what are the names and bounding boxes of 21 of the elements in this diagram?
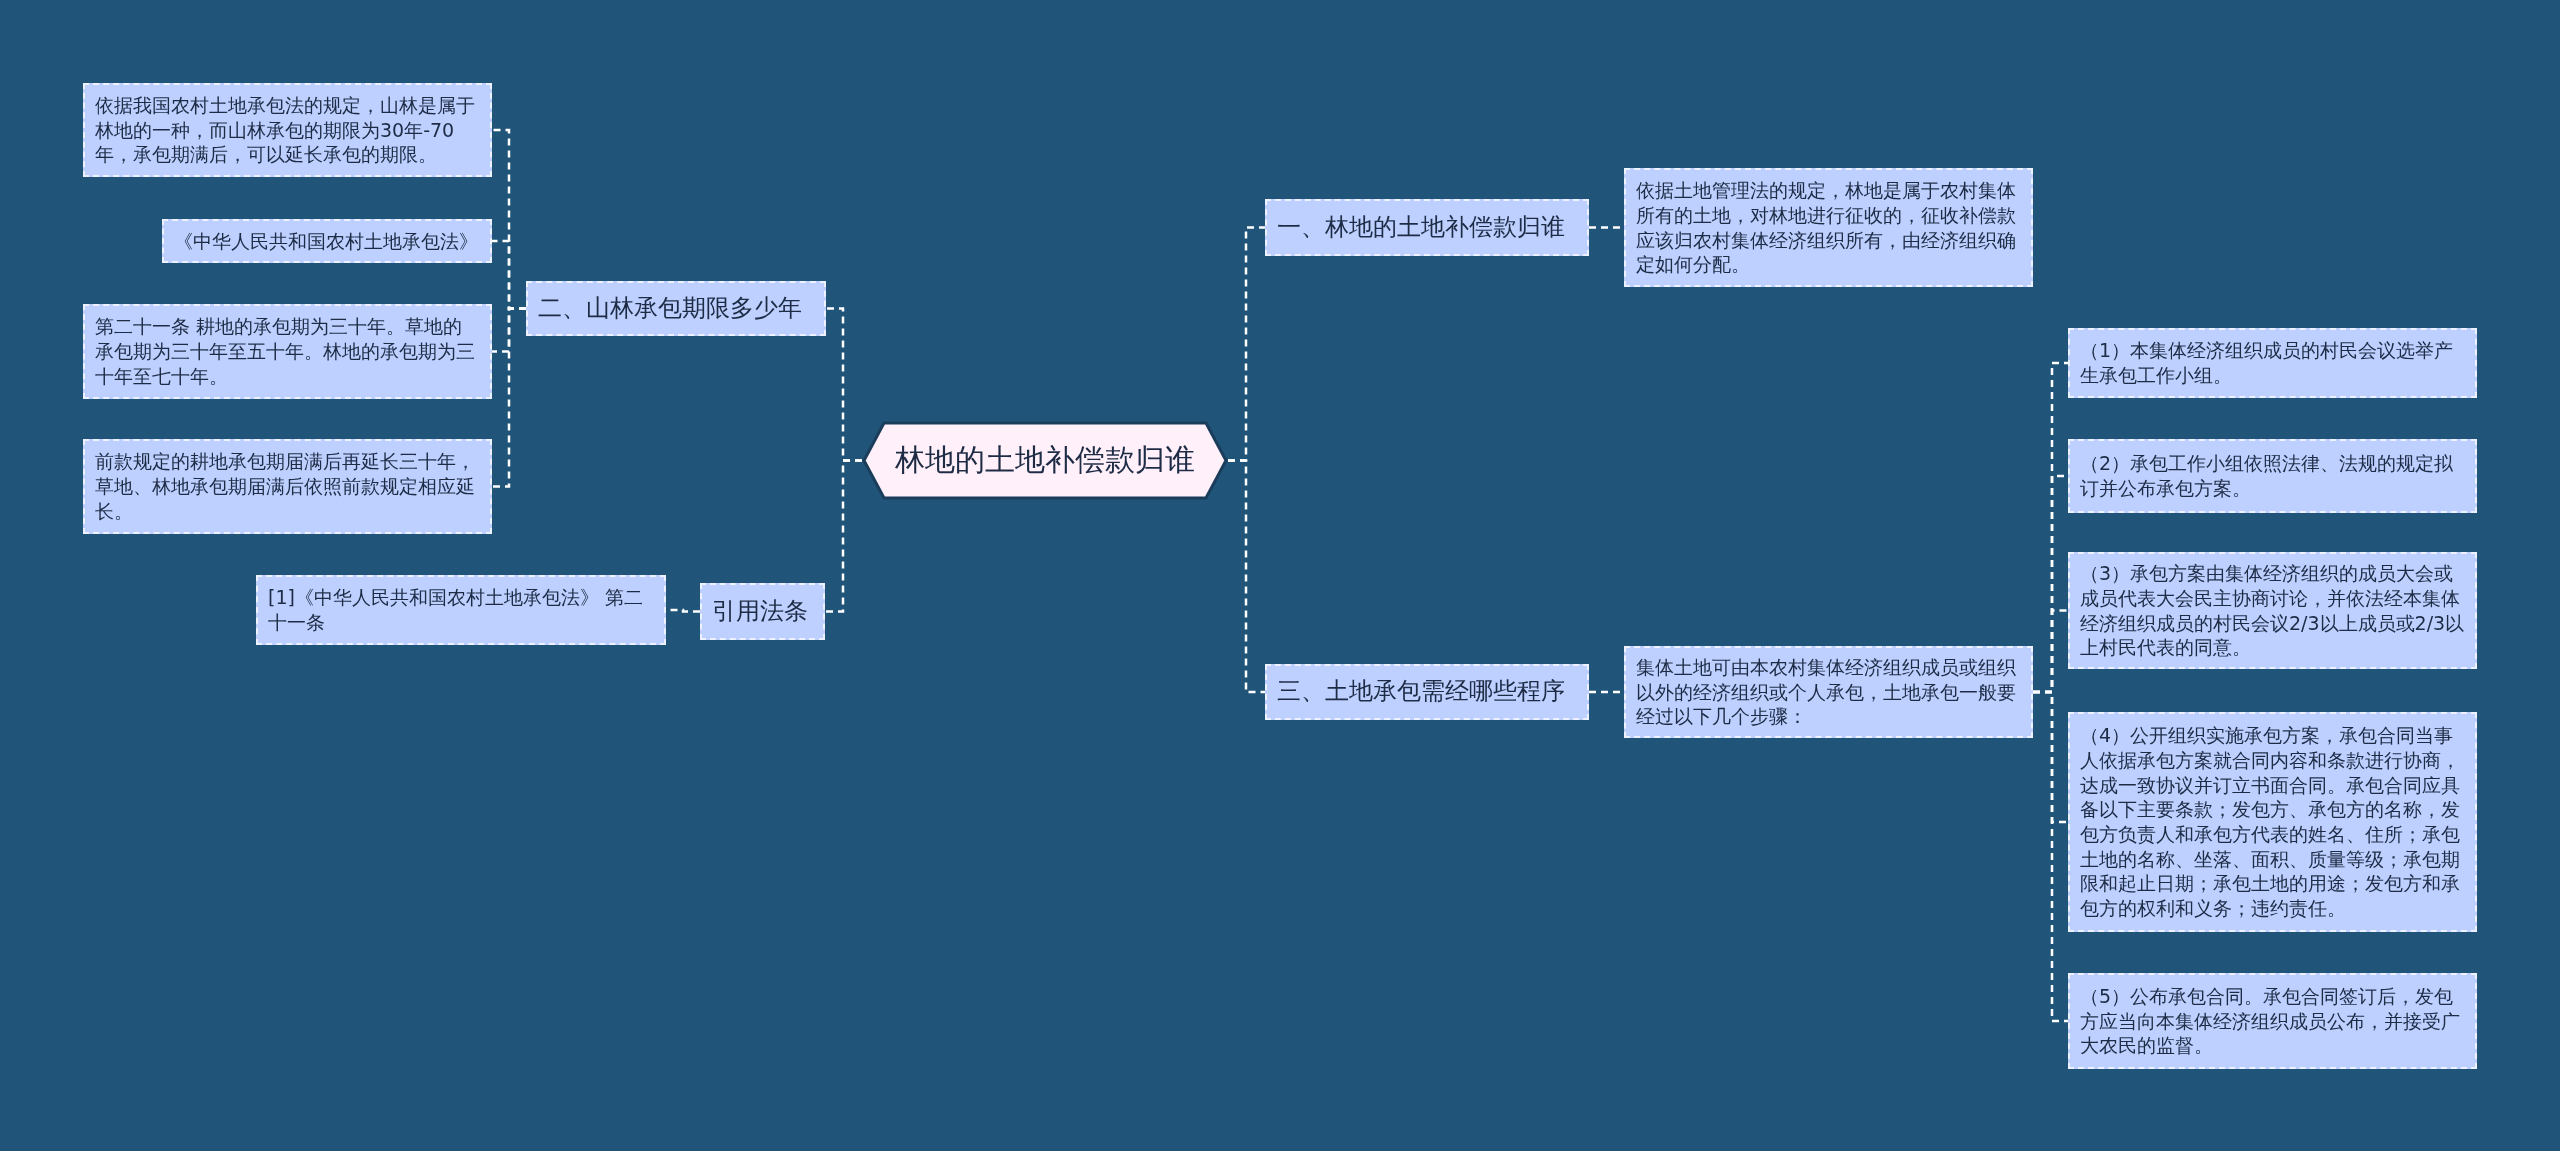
connector-line [825, 459, 862, 613]
topic-box: 三、土地承包需经哪些程序 [1265, 664, 1589, 720]
connector-line [492, 307, 526, 488]
topic-box: 二、山林承包期限多少年 [526, 281, 826, 336]
text-box: 第二十一条 耕地的承包期为三十年。草地的承包期为三十年至五十年。林地的承包期为三十年至七十年。 [83, 304, 492, 399]
topic-box: 一、林地的土地补偿款归谁 [1265, 199, 1589, 256]
connector-line [1228, 459, 1265, 694]
text-box: （5）公布承包合同。承包合同签订后，发包方应当向本集体经济组织成员公布，并接受广大农民的监督。 [2068, 973, 2477, 1069]
text-box: （1）本集体经济组织成员的村民会议选举产生承包工作小组。 [2068, 328, 2477, 398]
text-box: 集体土地可由本农村集体经济组织成员或组织以外的经济组织或个人承包，土地承包一般要经过以下几个步骤： [1624, 646, 2033, 738]
text-box: （4）公开组织实施承包方案，承包合同当事人依据承包方案就合同内容和条款进行协商，达成一致协议并订立书面合同。承包合同应具备以下主要条款；发包方、承包方的名称，发包方负责人和承包方代表的姓名、住所；承包土地的名称、坐落、面积、质量等级；承包期限和起止日期；承包土地的用途；发包方和承包方的权利和义务；违约责任。 [2068, 712, 2477, 932]
text-box: 依据土地管理法的规定，林地是属于农村集体所有的土地，对林地进行征收的，征收补偿款应该归农村集体经济组织所有，由经济组织确定如何分配。 [1624, 168, 2033, 287]
connector-line [2033, 690, 2068, 1023]
text-box: 依据我国农村土地承包法的规定，山林是属于林地的一种，而山林承包的期限为30年-70年，承包期满后，可以延长承包的期限。 [83, 83, 492, 177]
text-box: 《中华人民共和国农村土地承包法》 [162, 219, 492, 263]
text-box: （3）承包方案由集体经济组织的成员大会或成员代表大会民主协商讨论，并依法经本集体经济组织成员的村民会议2/3以上成员或2/3以上村民代表的同意。 [2068, 552, 2477, 669]
topic-box: 引用法条 [700, 583, 825, 640]
central-topic: 林地的土地补偿款归谁 [862, 421, 1228, 500]
text-box: [1]《中华人民共和国农村土地承包法》 第二十一条 [256, 575, 666, 645]
text-box: 前款规定的耕地承包期届满后再延长三十年，草地、林地承包期届满后依照前款规定相应延长。 [83, 439, 492, 534]
text-box: （2）承包工作小组依照法律、法规的规定拟订并公布承包方案。 [2068, 439, 2477, 513]
